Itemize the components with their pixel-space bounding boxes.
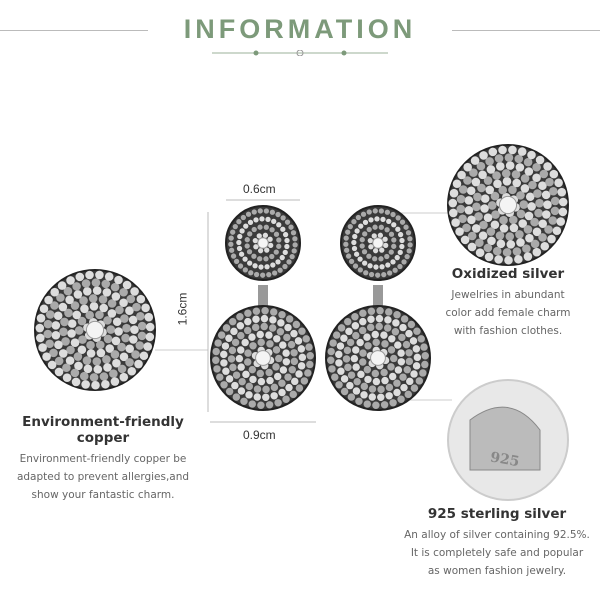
feature-line: adapted to prevent allergies,and (16, 471, 190, 483)
ornament-divider (212, 50, 388, 56)
dim-top-width: 0.6cm (243, 182, 276, 196)
feature-title: Environment-friendly copper (22, 414, 184, 446)
page-title: INFORMATION (183, 14, 417, 44)
feature-line: color add female charm (445, 307, 571, 319)
feature-line: An alloy of silver containing 92.5%. (404, 529, 590, 541)
dim-bottom-width: 0.9cm (243, 428, 276, 442)
header-line-right (452, 30, 600, 31)
feature-line: Jewelries in abundant (451, 289, 565, 301)
feature-title: 925 sterling silver (427, 506, 567, 522)
feature-line: Environment-friendly copper be (19, 453, 187, 465)
feature-line: with fashion clothes. (453, 325, 563, 337)
feature-copper: Environment-friendly copper Environment-… (0, 414, 206, 504)
feature-oxidized-silver: Oxidized silver Jewelries in abundant co… (418, 266, 598, 340)
header-line-left (0, 30, 148, 31)
feature-line: show your fantastic charm. (31, 489, 175, 501)
feature-title: Oxidized silver (451, 266, 565, 282)
feature-line: It is completely safe and popular (410, 547, 584, 559)
feature-sterling-silver: 925 sterling silver An alloy of silver c… (394, 506, 600, 580)
dim-height: 1.6cm (175, 292, 190, 326)
feature-line: as women fashion jewelry. (427, 565, 567, 577)
stamp-925: 925 (489, 449, 521, 470)
